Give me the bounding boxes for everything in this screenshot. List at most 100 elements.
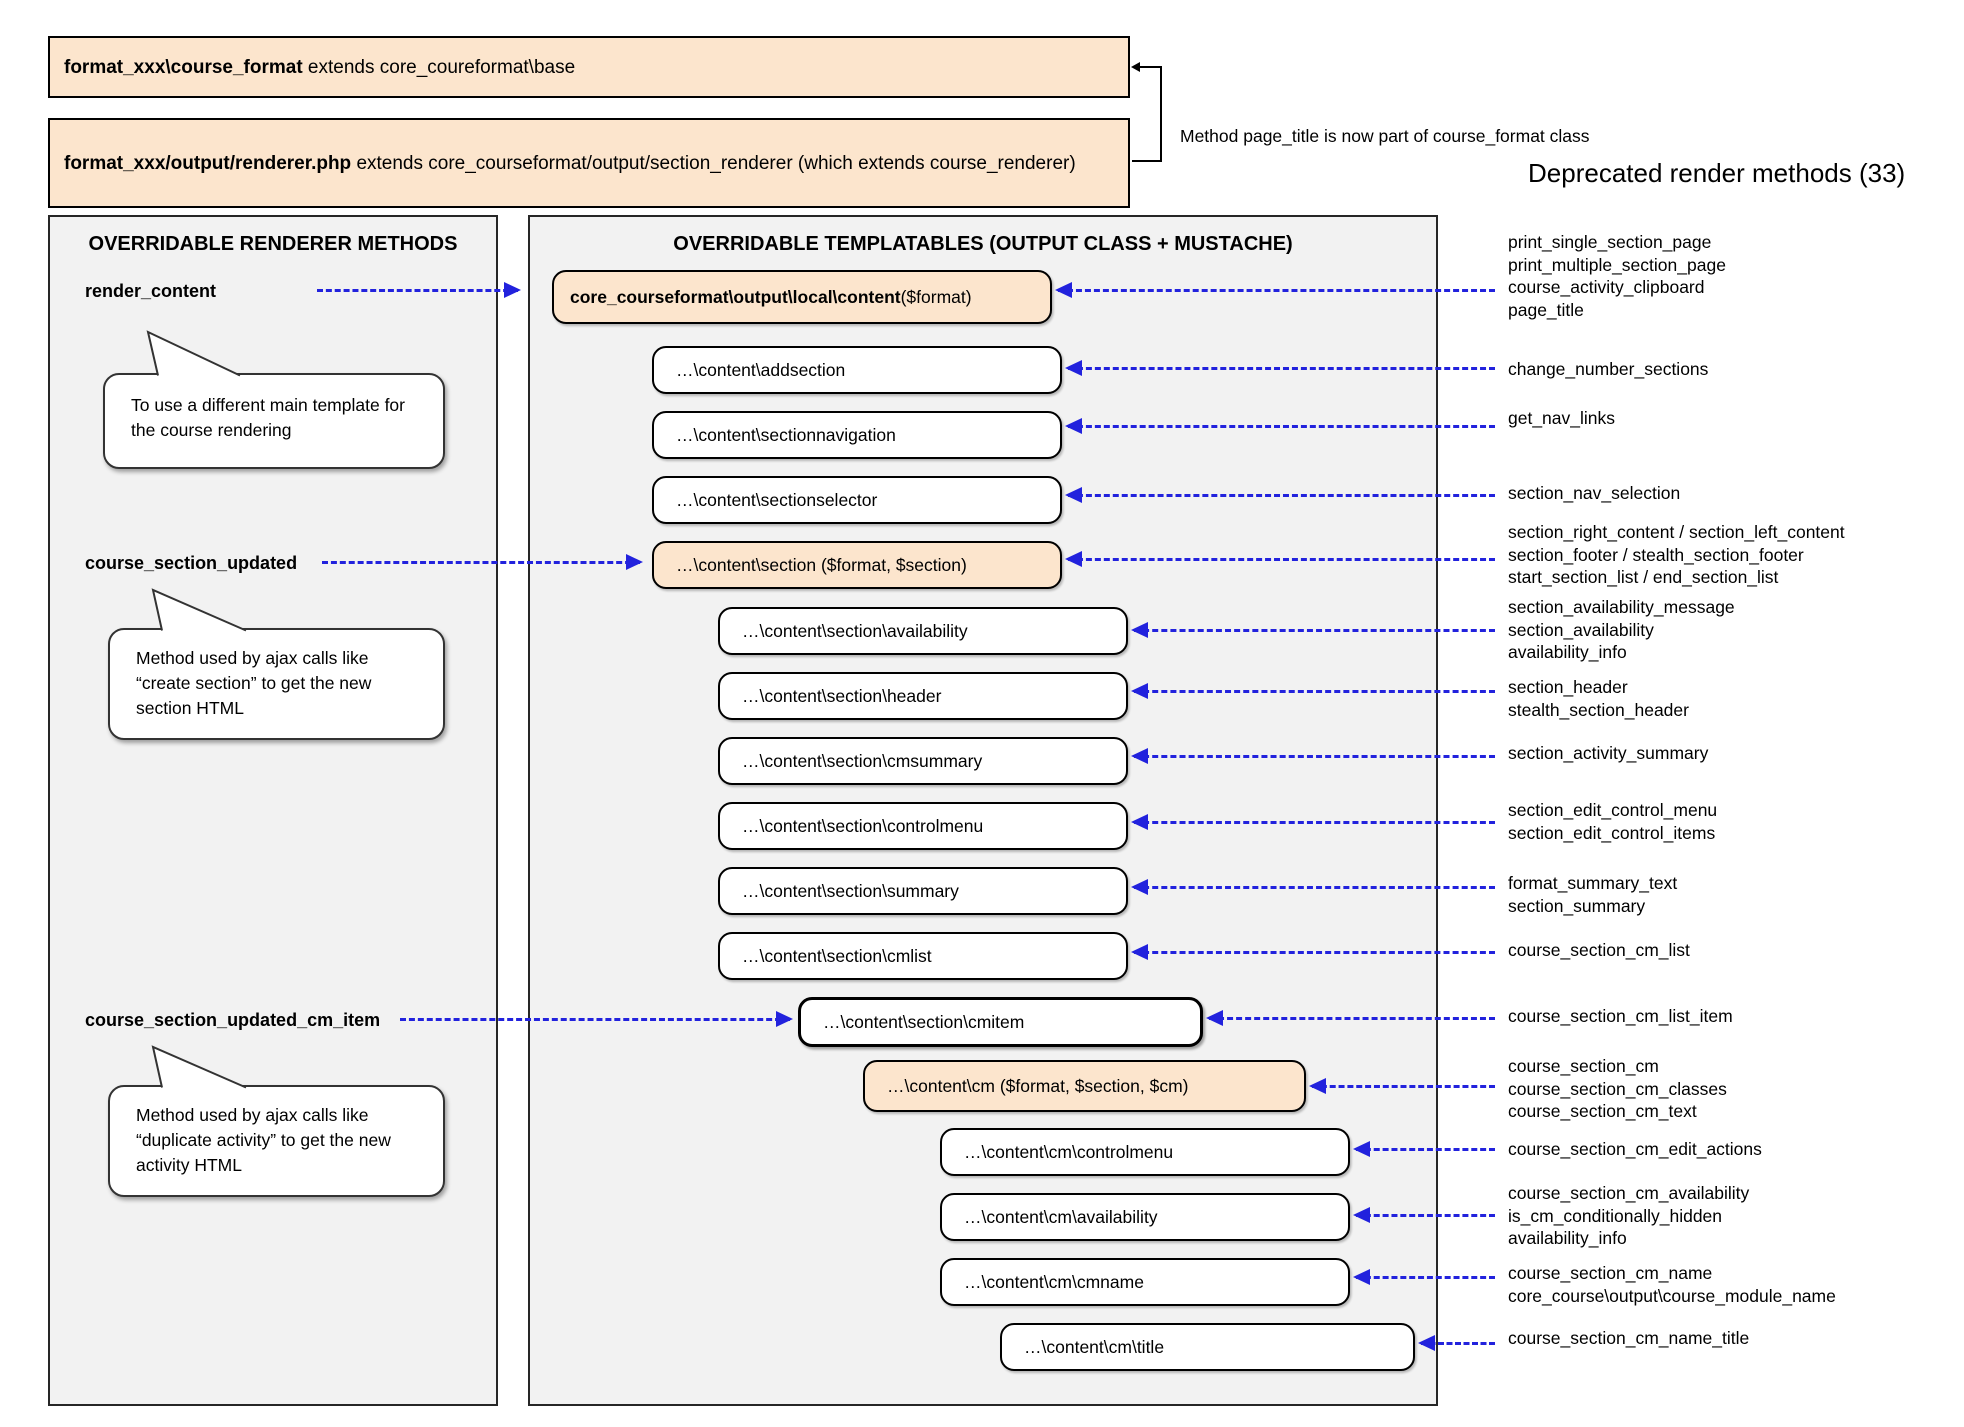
arrow-course-section-updated — [322, 554, 643, 570]
templatable-label: …\content\cm\controlmenu — [964, 1141, 1174, 1162]
arrow-deprecated-section-summary — [1131, 879, 1495, 895]
arrow-deprecated-section-availability — [1131, 622, 1495, 638]
templatable-label: …\content\sectionnavigation — [676, 424, 896, 445]
renderer-method-course-section-updated: course_section_updated — [85, 553, 298, 573]
arrow-deprecated-cm — [1309, 1078, 1495, 1094]
deprecated-method: course_section_cm_edit_actions — [1508, 1139, 1762, 1159]
class-box-course-format: format_xxx\course_format extends core_co… — [48, 36, 1130, 98]
speech-bubble-line: activity HTML — [136, 1155, 242, 1175]
templatable-label: …\content\section\availability — [742, 620, 968, 641]
templatable-label-args: ($format) — [900, 286, 972, 307]
templatable-box-content: core_courseformat\output\local\content (… — [552, 270, 1052, 324]
arrow-deprecated-section-cmitem — [1206, 1010, 1495, 1026]
templatable-label: …\content\cm ($format, $section, $cm) — [887, 1075, 1189, 1096]
arrow-deprecated-section — [1065, 551, 1495, 567]
templatable-box-cm-cmname: …\content\cm\cmname — [940, 1258, 1350, 1306]
renderer-method-course-section-updated-cm-item: course_section_updated_cm_item — [85, 1010, 381, 1030]
class-name: format_xxx/output/renderer.php — [64, 152, 352, 174]
templatable-box-cm: …\content\cm ($format, $section, $cm) — [863, 1060, 1306, 1112]
templatable-box-section-summary: …\content\section\summary — [718, 867, 1128, 915]
arrow-deprecated-cm-title — [1418, 1335, 1495, 1351]
deprecated-method: section_edit_control_menu — [1508, 800, 1718, 820]
class-extends: extends core_courseformat/output/section… — [351, 152, 1076, 174]
arrow-deprecated-section-controlmenu — [1131, 814, 1495, 830]
templatable-label: …\content\cm\cmname — [964, 1271, 1144, 1292]
templatable-label: …\content\cm\title — [1024, 1336, 1165, 1357]
speech-bubble-line: “duplicate activity” to get the new — [136, 1130, 391, 1150]
arrow-render-content — [317, 282, 521, 298]
arrow-deprecated-sectionnavigation — [1065, 418, 1495, 434]
templatable-label: …\content\cm\availability — [964, 1206, 1158, 1227]
templatable-label: …\content\section\controlmenu — [742, 815, 984, 836]
deprecated-method: format_summary_text — [1508, 873, 1678, 893]
bracket-arrowhead — [1131, 62, 1140, 72]
deprecated-method: get_nav_links — [1508, 408, 1616, 428]
speech-bubble-line: Method used by ajax calls like — [136, 1105, 369, 1125]
templatable-box-addsection: …\content\addsection — [652, 346, 1062, 394]
deprecated-group: section_activity_summary — [1508, 742, 1708, 765]
class-name: format_xxx\course_format — [64, 56, 303, 78]
arrow-deprecated-cm-cmname — [1353, 1269, 1495, 1285]
arrow-deprecated-sectionselector — [1065, 487, 1495, 503]
arrow-deprecated-cm-controlmenu — [1353, 1141, 1495, 1157]
deprecated-group: change_number_sections — [1508, 358, 1708, 381]
deprecated-method: section_summary — [1508, 895, 1646, 916]
arrow-deprecated-section-cmlist — [1131, 944, 1495, 960]
deprecated-method: section_nav_selection — [1508, 483, 1681, 503]
templatable-box-cm-title: …\content\cm\title — [1000, 1323, 1415, 1371]
class-box-renderer-php: format_xxx/output/renderer.php extends c… — [48, 118, 1130, 208]
arrow-course-section-updated-cm-item — [400, 1011, 793, 1027]
deprecated-method: section_right_content / section_left_con… — [1508, 522, 1845, 542]
templatable-box-section: …\content\section ($format, $section) — [652, 541, 1062, 589]
speech-bubble-text: Method used by ajax calls like “duplicate… — [136, 1103, 391, 1178]
deprecated-group: get_nav_links — [1508, 407, 1615, 430]
templatable-label: …\content\section\cmitem — [823, 1011, 1025, 1032]
deprecated-method: change_number_sections — [1508, 359, 1709, 379]
speech-bubble — [103, 373, 445, 469]
speech-bubble — [108, 1085, 445, 1197]
deprecated-group: section_nav_selection — [1508, 482, 1680, 505]
renderer-method-render-content: render_content — [85, 281, 217, 301]
templatable-box-sectionselector: …\content\sectionselector — [652, 476, 1062, 524]
templatable-box-section-cmlist: …\content\section\cmlist — [718, 932, 1128, 980]
templatable-label: …\content\sectionselector — [676, 489, 878, 510]
deprecated-group: course_section_cm_list — [1508, 939, 1690, 962]
deprecated-method: print_single_section_page — [1508, 232, 1712, 252]
deprecated-method: course_section_cm_classes — [1508, 1078, 1727, 1099]
templatable-box-cm-availability: …\content\cm\availability — [940, 1193, 1350, 1241]
arrow-deprecated-content — [1055, 282, 1495, 298]
deprecated-method: core_course\output\course_module_name — [1508, 1285, 1836, 1306]
templatable-box-sectionnavigation: …\content\sectionnavigation — [652, 411, 1062, 459]
page-title-note: Method page_title is now part of course_… — [1180, 126, 1590, 146]
class-extends: extends core_coureformat\base — [302, 56, 576, 78]
panel-title: OVERRIDABLE RENDERER METHODS — [88, 233, 458, 255]
deprecated-method: course_section_cm_text — [1508, 1101, 1697, 1121]
arrow-deprecated-section-cmsummary — [1131, 748, 1495, 764]
speech-bubble-line: section HTML — [136, 698, 244, 718]
deprecated-method: section_edit_control_items — [1508, 822, 1716, 843]
templatable-box-section-cmsummary: …\content\section\cmsummary — [718, 737, 1128, 785]
panel-title: OVERRIDABLE TEMPLATABLES (OUTPUT CLASS +… — [673, 233, 1293, 255]
deprecated-method: section_availability_message — [1508, 597, 1735, 617]
templatable-box-section-availability: …\content\section\availability — [718, 607, 1128, 655]
deprecated-method: section_footer / stealth_section_footer — [1508, 544, 1804, 565]
templatable-box-section-cmitem: …\content\section\cmitem — [798, 997, 1203, 1047]
templatable-box-section-header: …\content\section\header — [718, 672, 1128, 720]
deprecated-method: section_activity_summary — [1508, 743, 1709, 763]
bracket-line — [1138, 66, 1162, 68]
deprecated-method: availability_info — [1508, 642, 1627, 662]
deprecated-method: course_section_cm_name — [1508, 1263, 1713, 1283]
speech-bubble — [108, 628, 445, 740]
bracket-line — [1160, 66, 1162, 162]
deprecated-method: course_section_cm — [1508, 1056, 1659, 1076]
deprecated-methods-title: Deprecated render methods (33) — [1528, 158, 1906, 188]
templatable-box-section-controlmenu: …\content\section\controlmenu — [718, 802, 1128, 850]
templatable-label: …\content\addsection — [676, 359, 846, 380]
deprecated-method: course_section_cm_list_item — [1508, 1006, 1733, 1026]
deprecated-method: is_cm_conditionally_hidden — [1508, 1205, 1723, 1226]
